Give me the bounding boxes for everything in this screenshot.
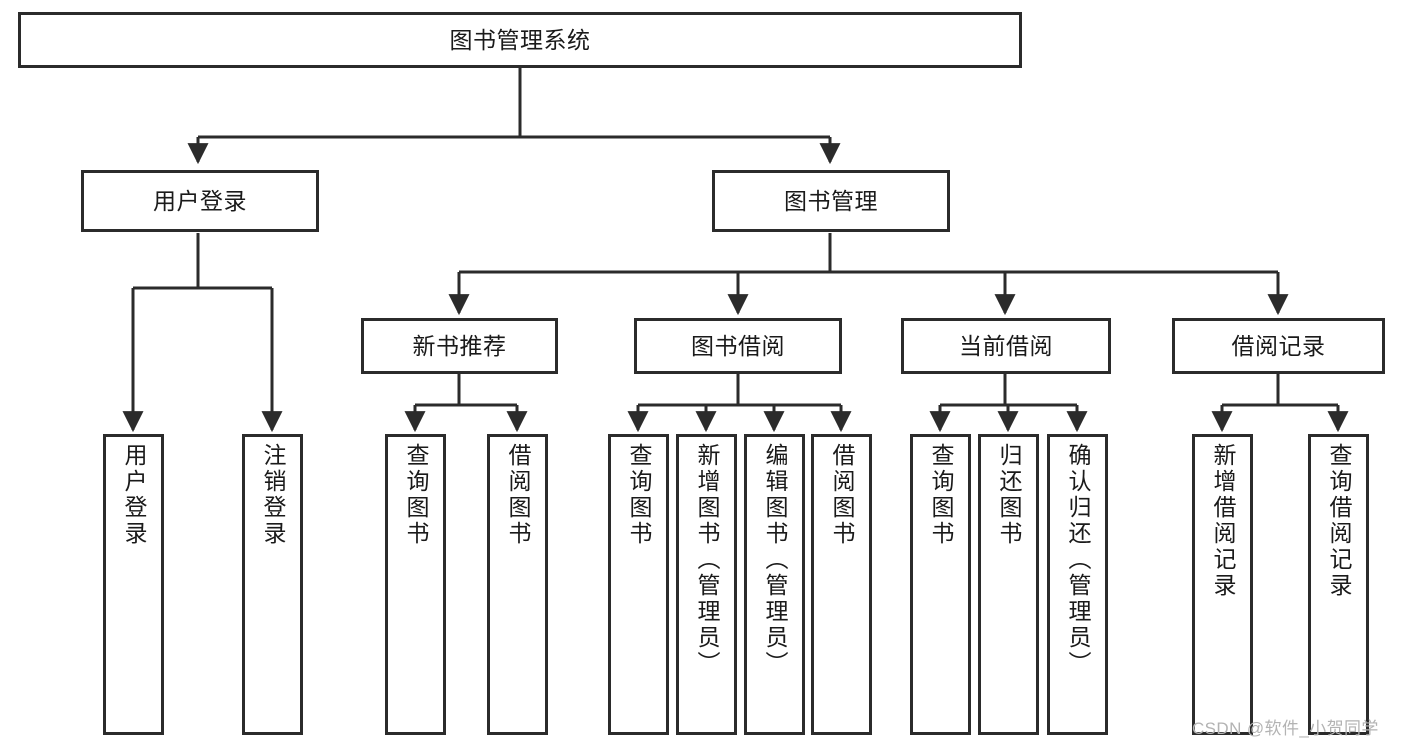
node-root[interactable]: 图书管理系统 bbox=[18, 12, 1022, 68]
node-leaf-borrow-book-2[interactable]: 借阅图书 bbox=[811, 434, 872, 735]
node-leaf-confirm-return-label: 确认归还（管理员） bbox=[1065, 443, 1091, 677]
node-leaf-user-login-label: 用户登录 bbox=[121, 443, 147, 547]
node-current-borrow-label: 当前借阅 bbox=[959, 332, 1053, 359]
node-book-management-label: 图书管理 bbox=[784, 187, 878, 214]
node-leaf-user-logout-label: 注销登录 bbox=[260, 443, 286, 547]
node-user-login[interactable]: 用户登录 bbox=[81, 170, 319, 232]
node-leaf-query-book-1-label: 查询图书 bbox=[403, 443, 429, 547]
node-leaf-add-book-label: 新增图书（管理员） bbox=[694, 443, 720, 677]
node-leaf-edit-book-label: 编辑图书（管理员） bbox=[762, 443, 788, 677]
node-leaf-user-login[interactable]: 用户登录 bbox=[103, 434, 164, 735]
node-leaf-borrow-book-2-label: 借阅图书 bbox=[829, 443, 855, 547]
node-new-book-recommend[interactable]: 新书推荐 bbox=[361, 318, 558, 374]
node-leaf-query-book-3[interactable]: 查询图书 bbox=[910, 434, 971, 735]
node-book-borrow-label: 图书借阅 bbox=[691, 332, 785, 359]
node-leaf-confirm-return[interactable]: 确认归还（管理员） bbox=[1047, 434, 1108, 735]
node-new-book-recommend-label: 新书推荐 bbox=[412, 332, 507, 359]
node-leaf-return-book-label: 归还图书 bbox=[996, 443, 1022, 547]
node-leaf-query-book-1[interactable]: 查询图书 bbox=[385, 434, 446, 735]
node-user-login-label: 用户登录 bbox=[153, 187, 247, 214]
node-leaf-borrow-book-1[interactable]: 借阅图书 bbox=[487, 434, 548, 735]
node-borrow-record[interactable]: 借阅记录 bbox=[1172, 318, 1385, 374]
node-leaf-query-borrow-record[interactable]: 查询借阅记录 bbox=[1308, 434, 1369, 735]
node-leaf-user-logout[interactable]: 注销登录 bbox=[242, 434, 303, 735]
node-leaf-query-borrow-record-label: 查询借阅记录 bbox=[1326, 443, 1352, 599]
node-book-borrow[interactable]: 图书借阅 bbox=[634, 318, 842, 374]
node-leaf-add-borrow-record[interactable]: 新增借阅记录 bbox=[1192, 434, 1253, 735]
csdn-watermark: CSDN @软件_小贺同学 bbox=[1192, 719, 1379, 738]
node-borrow-record-label: 借阅记录 bbox=[1231, 332, 1326, 359]
node-leaf-add-borrow-record-label: 新增借阅记录 bbox=[1210, 443, 1236, 599]
node-leaf-borrow-book-1-label: 借阅图书 bbox=[505, 443, 531, 547]
node-current-borrow[interactable]: 当前借阅 bbox=[901, 318, 1111, 374]
node-leaf-query-book-3-label: 查询图书 bbox=[928, 443, 954, 547]
node-leaf-add-book[interactable]: 新增图书（管理员） bbox=[676, 434, 737, 735]
node-leaf-query-book-2[interactable]: 查询图书 bbox=[608, 434, 669, 735]
node-leaf-return-book[interactable]: 归还图书 bbox=[978, 434, 1039, 735]
node-leaf-edit-book[interactable]: 编辑图书（管理员） bbox=[744, 434, 805, 735]
node-leaf-query-book-2-label: 查询图书 bbox=[626, 443, 652, 547]
node-book-management[interactable]: 图书管理 bbox=[712, 170, 950, 232]
node-root-label: 图书管理系统 bbox=[449, 26, 591, 53]
